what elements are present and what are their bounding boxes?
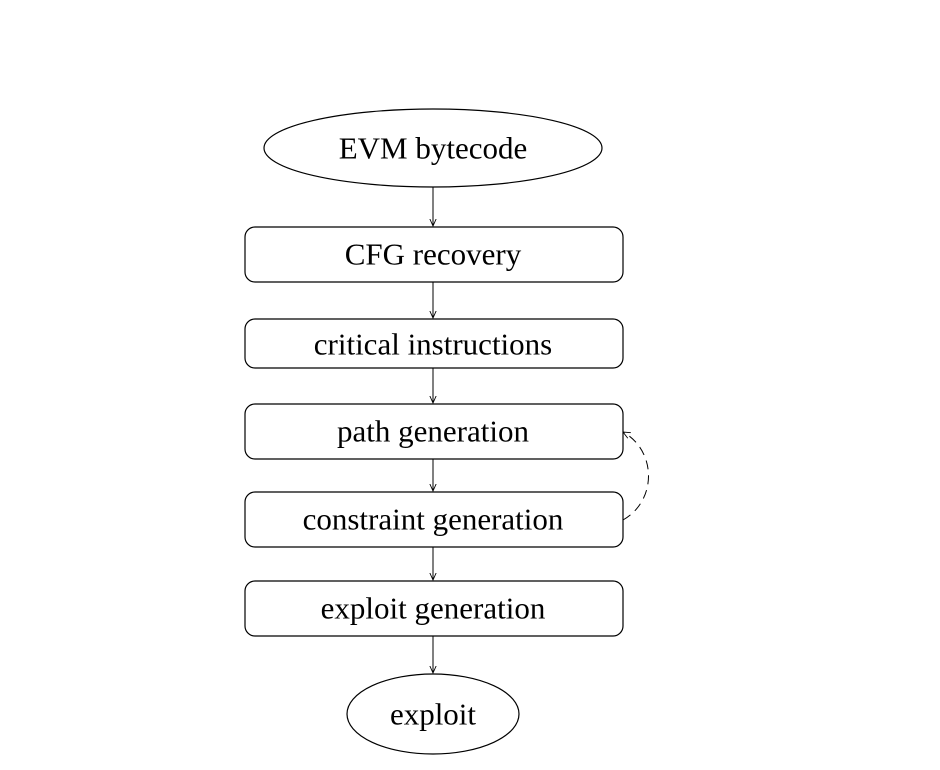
node-path-generation-label: path generation <box>337 414 529 449</box>
node-evm-bytecode-label: EVM bytecode <box>339 131 528 166</box>
node-path-generation: path generation <box>244 403 624 460</box>
node-critical-instructions-shape <box>244 318 624 369</box>
node-exploit: exploit <box>346 673 520 755</box>
node-constraint-generation-shape <box>244 491 624 548</box>
node-path-generation-shape <box>244 403 624 460</box>
node-constraint-generation: constraint generation <box>244 491 624 548</box>
node-cfg-recovery-label: CFG recovery <box>345 237 522 272</box>
node-evm-bytecode: EVM bytecode <box>263 108 603 188</box>
node-exploit-shape <box>346 673 520 755</box>
edge-constraint-to-path-feedback <box>623 432 649 521</box>
node-exploit-generation-label: exploit generation <box>321 591 546 626</box>
node-evm-bytecode-shape <box>263 108 603 188</box>
node-critical-instructions: critical instructions <box>244 318 624 369</box>
node-exploit-label: exploit <box>390 697 476 732</box>
node-critical-instructions-label: critical instructions <box>314 327 552 362</box>
node-cfg-recovery: CFG recovery <box>244 226 624 283</box>
node-cfg-recovery-shape <box>244 226 624 283</box>
node-exploit-generation-shape <box>244 580 624 637</box>
node-constraint-generation-label: constraint generation <box>303 502 564 537</box>
node-exploit-generation: exploit generation <box>244 580 624 637</box>
